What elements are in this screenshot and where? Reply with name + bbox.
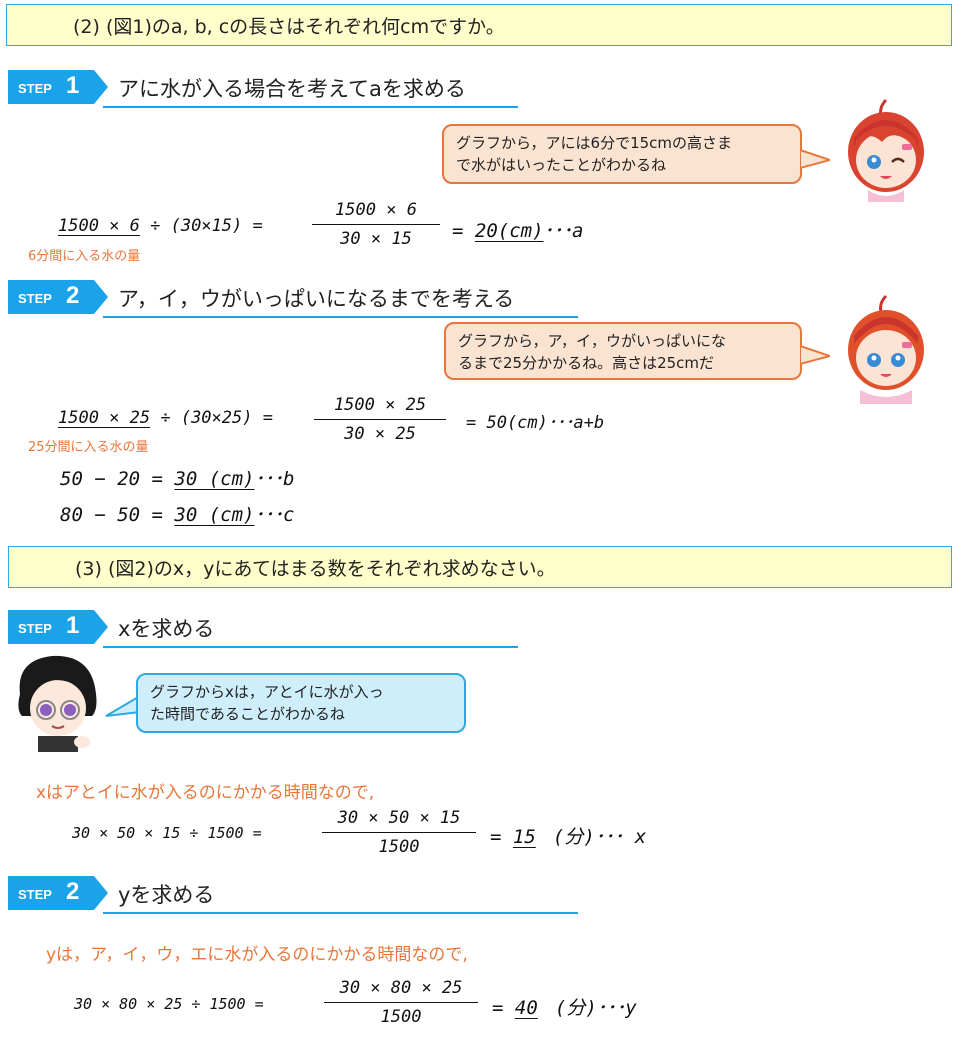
step-title: yを求める	[118, 883, 215, 907]
step-title: xを求める	[118, 617, 215, 641]
step-badge: STEP 2	[8, 280, 108, 314]
step-underline	[103, 316, 578, 318]
answer-b: 30 (cm)	[174, 468, 255, 490]
step-badge: STEP 2	[8, 876, 108, 910]
step-underline	[103, 912, 578, 914]
speech-bubble: グラフから，ア，イ，ウがいっぱいにな るまで25分かかるね。高さは25cmだ	[444, 322, 802, 380]
bubble-tail	[800, 148, 830, 170]
girl-avatar-icon	[848, 294, 924, 404]
x-explanation: xはアとイに水が入るのにかかる時間なので,	[36, 783, 375, 803]
answer-x: 15	[512, 826, 536, 848]
answer-y: 40	[514, 997, 538, 1019]
girl-avatar-icon	[848, 98, 924, 202]
question-3: (3) (図2)のx，yにあてはまる数をそれぞれ求めなさい。	[8, 546, 952, 588]
fraction: 30 × 50 × 15 1500	[322, 808, 476, 857]
annotation: 6分間に入る水の量	[28, 249, 141, 264]
answer-c: 30 (cm)	[174, 504, 255, 526]
step-underline	[103, 646, 518, 648]
speech-bubble: グラフから，アには6分で15cmの高さま で水がはいったことがわかるね	[442, 124, 802, 184]
expression: 30 × 80 × 25 ÷ 1500 =	[74, 995, 264, 1013]
expression: 1500 × 6	[58, 216, 140, 236]
expression: 30 × 50 × 15 ÷ 1500 =	[72, 824, 262, 842]
expression: 1500 × 25	[58, 408, 151, 428]
answer-a: 20(cm)	[474, 220, 544, 242]
fraction: 1500 × 25 30 × 25	[314, 395, 446, 444]
boy-avatar-icon	[18, 655, 97, 752]
question-2: (2) (図1)のa, b, cの長さはそれぞれ何cmですか。	[6, 4, 952, 46]
step-title: ア，イ，ウがいっぱいになるまでを考える	[118, 287, 515, 311]
step-underline	[103, 106, 518, 108]
annotation: 25分間に入る水の量	[28, 440, 149, 455]
step-1-header: STEP 1 アに水が入る場合を考えてaを求める	[8, 70, 518, 108]
fraction: 30 × 80 × 25 1500	[324, 978, 478, 1027]
step-badge: STEP 1	[8, 610, 108, 644]
y-explanation: yは，ア，イ，ウ，エに水が入るのにかかる時間なので,	[46, 945, 468, 965]
step-badge: STEP 1	[8, 70, 108, 104]
step-x-header: STEP 1 xを求める	[8, 610, 518, 648]
step-y-header: STEP 2 yを求める	[8, 876, 578, 914]
speech-bubble: グラフからxは，アとイに水が入っ た時間であることがわかるね	[136, 673, 466, 733]
fraction: 1500 × 6 30 × 15	[312, 200, 440, 249]
bubble-tail	[800, 344, 830, 366]
step-title: アに水が入る場合を考えてaを求める	[118, 77, 466, 101]
bubble-tail	[105, 694, 140, 717]
question-2-text: (2) (図1)のa, b, cの長さはそれぞれ何cmですか。	[73, 15, 505, 38]
result-a-plus-b: = 50(cm)･･･a+b	[466, 413, 605, 433]
step-2-header: STEP 2 ア，イ，ウがいっぱいになるまでを考える	[8, 280, 578, 318]
question-3-text: (3) (図2)のx，yにあてはまる数をそれぞれ求めなさい。	[75, 557, 556, 580]
